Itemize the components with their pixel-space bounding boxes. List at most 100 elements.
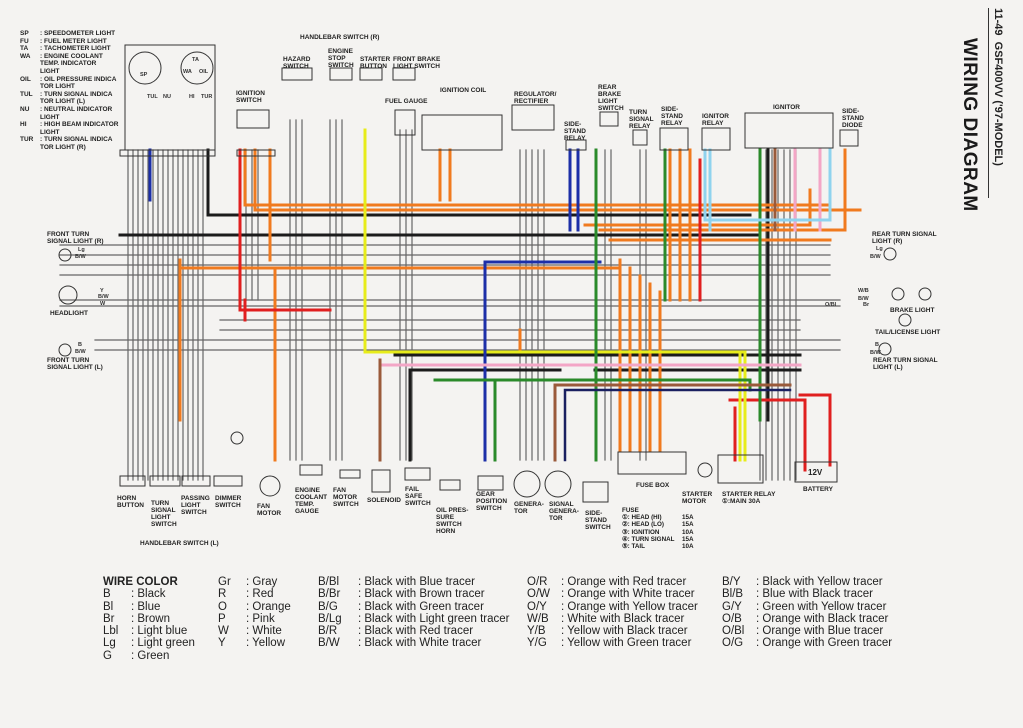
abbreviation-desc: : HIGH BEAM INDICATOR LIGHT — [40, 121, 119, 136]
wire-color-desc: : Light blue — [131, 625, 188, 638]
wire-color-desc: : Blue — [131, 600, 161, 613]
lamp-hi: HI — [189, 94, 195, 100]
regulator-box — [511, 104, 555, 131]
wire-color-entry: Y/G: Yellow with Green tracer — [527, 637, 698, 649]
fuse-name: ②: HEAD (LO) — [622, 521, 665, 529]
label-battery: BATTERY — [803, 486, 833, 493]
wire-brown — [378, 148, 792, 462]
fuse-name: ①: HEAD (HI) — [622, 514, 662, 522]
wire-label: B — [78, 342, 82, 348]
lamp-sp: SP — [140, 72, 148, 78]
label-turn-signal-relay: TURN SIGNAL RELAY — [629, 109, 654, 130]
label-brake-light: BRAKE LIGHT — [890, 307, 935, 314]
side-stand-switch-box — [582, 481, 609, 503]
ignitor-relay-box — [701, 127, 731, 151]
wire-color-desc: : Black with Yellow tracer — [756, 576, 883, 588]
wire-label: Lg — [876, 246, 883, 252]
wire-color-desc: : Orange with White tracer — [561, 588, 695, 601]
wire-navy — [563, 388, 792, 462]
wire-color-desc: : Orange with Blue tracer — [756, 625, 884, 638]
label-fan-motor: FAN MOTOR — [257, 503, 282, 517]
wire-color-entry: G/Y: Green with Yellow tracer — [722, 601, 892, 613]
abbreviation-row: WA: ENGINE COOLANT TEMP. INDICATOR LIGHT — [20, 53, 140, 76]
wire-color-code: Y — [218, 637, 226, 650]
wire-color-desc: : Orange with Red tracer — [561, 576, 687, 588]
wire-color-code: Br — [103, 612, 115, 625]
wire-color-desc: : Black with Light green tracer — [358, 612, 510, 625]
fuse-rating: 15A — [682, 535, 694, 543]
wire-color-entry: Bl: Blue — [103, 601, 195, 613]
wire-color-desc: : Orange — [246, 600, 291, 613]
wire-color-desc: : Gray — [246, 576, 278, 588]
ignition-switch-box — [236, 109, 270, 129]
tail-light-bulb — [898, 313, 912, 327]
lamp-tul: TUL — [147, 94, 158, 100]
abbreviation-row: FU: FUEL METER LIGHT — [20, 38, 140, 46]
abbreviation-desc: : TURN SIGNAL INDICA TOR LIGHT (L) — [40, 90, 113, 106]
wire-color-desc: : Yellow with Black tracer — [561, 625, 688, 638]
label-ignitor: IGNITOR — [773, 104, 800, 111]
abbreviation-desc: : FUEL METER LIGHT — [40, 37, 107, 45]
wire-orange — [178, 148, 862, 462]
label-side-stand-switch: SIDE- STAND SWITCH — [585, 510, 611, 531]
label-signal-generator: SIGNAL GENERA- TOR — [549, 501, 579, 522]
wire-label: W/B — [858, 288, 869, 294]
label-fail-safe-switch: FAIL SAFE SWITCH — [405, 486, 431, 507]
wire-color-entry: P: Pink — [218, 613, 291, 625]
label-engine-coolant-gauge: ENGINE COOLANT TEMP. GAUGE — [295, 487, 328, 515]
wire-color-entry: B/Y : Black with Yellow tracer — [722, 576, 892, 588]
wire-color-desc: : Black — [131, 588, 166, 601]
wire-color-code: B/Y — [722, 576, 741, 588]
label-ignition-coil: IGNITION COIL — [440, 87, 487, 94]
fuse-title: FUSE — [622, 507, 639, 514]
model-name: GSF400VV ('97-MODEL) — [992, 41, 1004, 166]
wire-color-code: R — [218, 588, 227, 601]
wire-color-entry: B/R: Black with Red tracer — [318, 625, 510, 637]
wire-label: B/W — [75, 349, 86, 355]
wire-color-code: B/W — [318, 637, 340, 650]
wire-label: Lg — [78, 247, 85, 253]
abbreviation-row: NU: NEUTRAL INDICATOR LIGHT — [20, 106, 140, 121]
label-oil-pressure-switch-horn: OIL PRES- SURE SWITCH HORN — [436, 507, 469, 535]
wire-color-entry: B: Black — [103, 588, 195, 600]
wire-color-code: P — [218, 612, 226, 625]
label-rear-brake-switch: REAR BRAKE LIGHT SWITCH — [598, 84, 624, 112]
wire-color-entry: O: Orange — [218, 601, 291, 613]
fuel-gauge-box — [394, 109, 416, 136]
label-starter-motor: STARTER MOTOR — [682, 491, 713, 505]
headlight-bulb — [58, 285, 78, 305]
signal-generator-symbol — [544, 470, 572, 498]
lamp-wa: WA — [183, 69, 192, 75]
generator-symbol — [513, 470, 541, 498]
wire-color-code: Y/G — [527, 637, 547, 650]
wire-color-desc: : Green with Yellow tracer — [756, 600, 887, 613]
wire-color-entry: O/Y: Orange with Yellow tracer — [527, 601, 698, 613]
wire-color-code: B/R — [318, 625, 338, 638]
wire-label: B/W — [858, 296, 869, 302]
fuse-box-rect — [617, 451, 687, 475]
starter-button-box — [359, 67, 383, 81]
label-fuse-box: FUSE BOX — [636, 482, 670, 489]
starter-motor-symbol — [697, 462, 713, 478]
label-front-turn-l: FRONT TURN SIGNAL LIGHT (L) — [47, 357, 103, 371]
wire-color-desc: : Orange with Green tracer — [756, 637, 893, 650]
wire-color-code: G — [103, 649, 112, 662]
wire-color-desc: : Orange with Black tracer — [756, 612, 889, 625]
fuse-row: ①: HEAD (HI) 15A — [622, 514, 694, 521]
abbreviation-code: HI — [20, 121, 27, 129]
starter-relay-box — [717, 454, 764, 484]
wire-color-code: Lbl — [103, 625, 119, 638]
wire-color-desc: : White with Black tracer — [561, 612, 685, 625]
fuse-rating: 15A — [682, 514, 694, 522]
abbreviation-code: TA — [20, 45, 29, 53]
wire-label: B — [875, 342, 879, 348]
wire-color-code: W/B — [527, 612, 549, 625]
wire-color-code: O/G — [722, 637, 744, 650]
wire-yellow — [363, 128, 747, 462]
wire-color-desc: : Yellow — [246, 637, 286, 650]
wire-color-entry: O/R: Orange with Red tracer — [527, 576, 698, 588]
